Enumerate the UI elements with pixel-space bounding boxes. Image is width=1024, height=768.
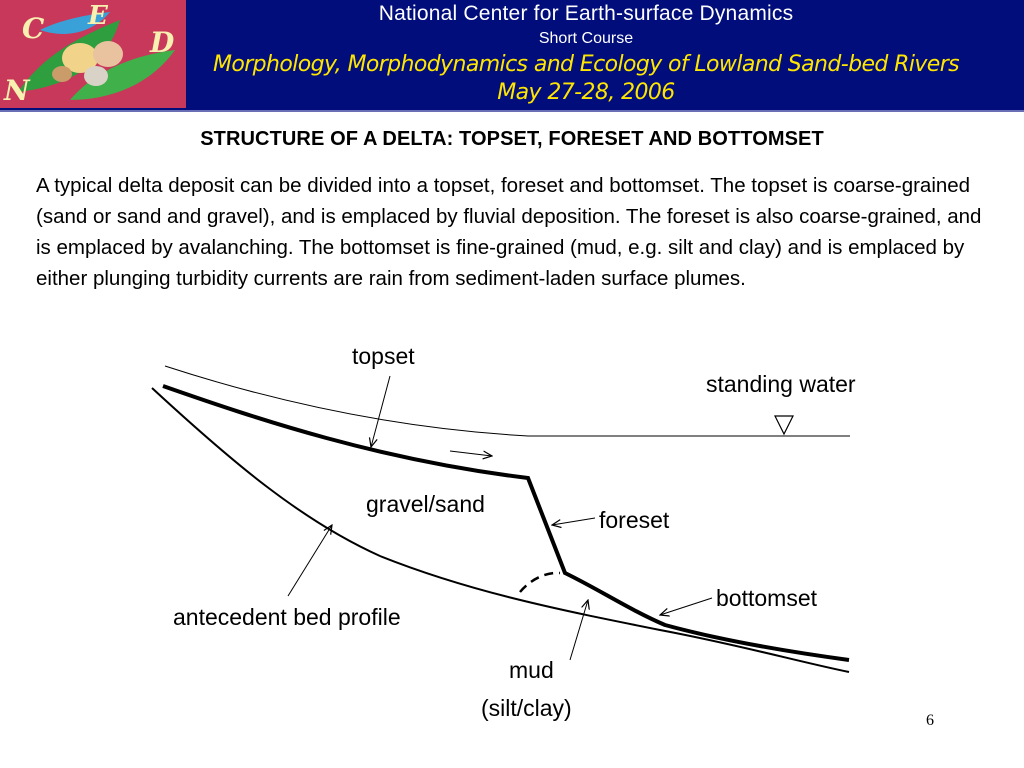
svg-text:N: N — [3, 74, 31, 107]
slide-body-text: A typical delta deposit can be divided i… — [36, 174, 982, 290]
water-level-icon — [774, 415, 794, 436]
slide-header: C E D N National Center for Earth-surfac… — [0, 0, 1024, 112]
label-antecedent-bed-profile: antecedent bed profile — [173, 604, 401, 630]
slide-title: STRUCTURE OF A DELTA: TOPSET, FORESET AN… — [200, 128, 824, 150]
nced-logo: C E D N — [0, 0, 186, 108]
course-dates: May 27-28, 2006 — [497, 80, 675, 105]
bottomset-leader — [660, 597, 713, 615]
antecedent-bed-line — [151, 387, 850, 673]
delta-diagram-svg — [151, 365, 850, 673]
course-title: Morphology, Morphodynamics and Ecology o… — [212, 52, 960, 77]
flow-direction-arrow — [449, 451, 492, 456]
foreset-leader — [552, 517, 596, 525]
topset-leader — [371, 375, 391, 447]
header-subtitle: Short Course — [538, 30, 634, 47]
label-mud: mud — [509, 657, 554, 683]
label-gravel-sand: gravel/sand — [366, 491, 485, 517]
foreset-toe-dashed — [519, 571, 561, 593]
label-foreset: foreset — [599, 507, 670, 533]
label-topset: topset — [352, 343, 415, 369]
page-number: 6 — [926, 712, 934, 729]
nced-logo-graphic: C E D N — [0, 0, 186, 108]
delta-diagram — [0, 330, 1024, 730]
organization-name: National Center for Earth-surface Dynami… — [378, 2, 794, 25]
label-standing-water: standing water — [706, 371, 856, 397]
label-bottomset: bottomset — [716, 585, 817, 611]
delta-deposit-profile — [162, 384, 850, 662]
svg-text:D: D — [149, 26, 175, 59]
svg-text:C: C — [22, 12, 45, 45]
water-surface-line — [164, 365, 850, 437]
label-silt-clay: (silt/clay) — [481, 695, 572, 721]
svg-text:E: E — [87, 1, 109, 31]
mud-leader — [569, 600, 588, 661]
antecedent-leader — [287, 525, 332, 597]
